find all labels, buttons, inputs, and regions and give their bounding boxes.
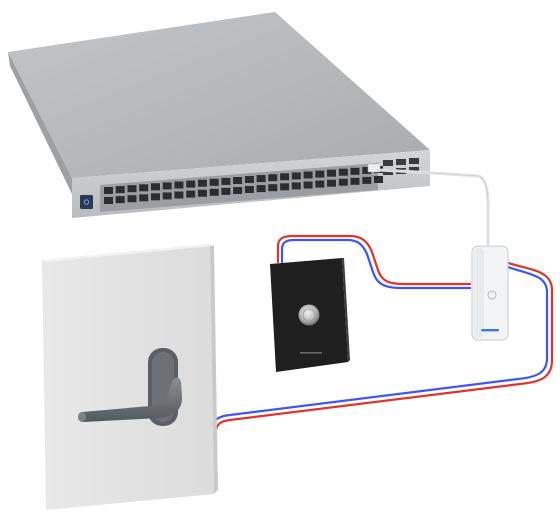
rj45-port (151, 193, 160, 201)
rj45-port (209, 188, 219, 196)
rj45-port (268, 174, 278, 182)
rj45-port (350, 177, 360, 185)
rj45-port (303, 171, 313, 179)
rj45-port (197, 189, 207, 197)
cables (211, 168, 554, 432)
switch-display (80, 195, 93, 209)
hub-logo-icon (487, 290, 497, 300)
rj45-port (104, 197, 113, 204)
rj45-port (256, 185, 266, 193)
switch-logo-icon (83, 199, 90, 205)
rj45-port (374, 176, 383, 183)
door-panel (42, 244, 218, 510)
cable-door-red (214, 260, 554, 432)
rj45-port (338, 168, 348, 176)
rj45-port (315, 180, 325, 188)
rj45-port (174, 191, 184, 199)
rj45-port (338, 178, 348, 186)
rj45-port (315, 170, 325, 178)
rj45-port (303, 181, 313, 189)
rj45-port (327, 179, 336, 187)
exit-button-plate (270, 258, 350, 372)
lever-handle-icon (79, 377, 182, 422)
cable-exit-button-blue (280, 238, 472, 290)
rj45-port (233, 177, 243, 184)
switch-ports (104, 166, 383, 204)
rj45-port (350, 167, 360, 175)
rj45-port (280, 183, 290, 191)
rj45-port (162, 192, 172, 200)
rj45-port (115, 186, 125, 194)
rj45-port (327, 169, 336, 177)
rj45-port (221, 187, 231, 195)
access-hub (471, 245, 509, 341)
door-handle (78, 348, 182, 426)
rj45-port (291, 172, 301, 180)
rj45-port (186, 180, 196, 188)
rj45-port (362, 166, 372, 174)
rj45-port (151, 183, 160, 191)
rj45-port (139, 184, 149, 192)
cable-exit-button-red (276, 234, 472, 286)
rj45-port (104, 187, 113, 194)
rj45-port (127, 195, 137, 203)
rj45-port (362, 176, 372, 184)
rj45-port (162, 182, 172, 190)
switch-top (8, 12, 430, 178)
rj45-port (139, 194, 149, 202)
rj45-port (197, 179, 207, 187)
cable-door-blue (211, 264, 549, 427)
rj45-port (174, 181, 184, 189)
rj45-port (186, 190, 196, 198)
rj45-port (127, 185, 137, 193)
rj45-port (244, 186, 254, 193)
rj45-port (221, 177, 231, 185)
switch-side (8, 52, 72, 194)
status-led (481, 329, 499, 332)
exit-button-icon (298, 304, 320, 326)
rj45-port (209, 178, 219, 186)
rj45-port (256, 175, 266, 183)
rj45-port (244, 176, 254, 183)
rj45-port (233, 187, 243, 194)
network-switch (8, 12, 430, 218)
rj45-port (291, 182, 301, 190)
rj45-port (280, 173, 290, 181)
rj45-port (268, 184, 278, 192)
rj45-port (115, 196, 125, 204)
